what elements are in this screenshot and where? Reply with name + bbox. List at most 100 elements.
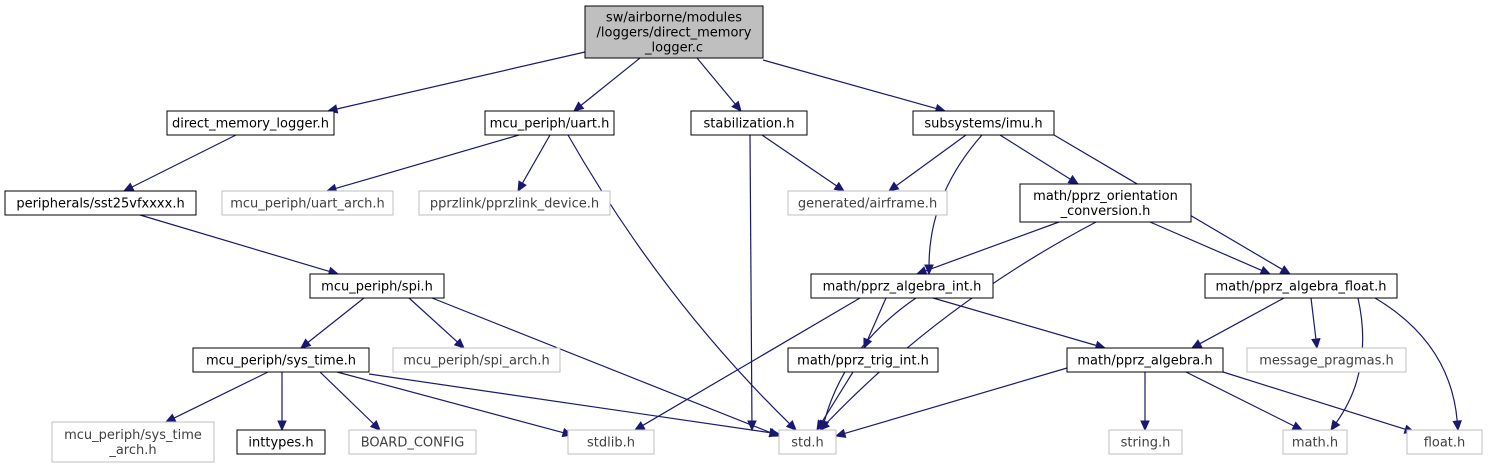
node-label: pprzlink/pprzlink_device.h (430, 197, 599, 212)
node-uart[interactable]: mcu_periph/uart.h (484, 110, 615, 136)
edge-orient-to-algfloat (1149, 221, 1272, 275)
node-dml[interactable]: direct_memory_logger.h (166, 110, 335, 136)
edge-uart-to-uartarch (325, 134, 520, 193)
node-systimearch: mcu_periph/sys_time_arch.h (51, 421, 215, 463)
node-box (309, 273, 445, 299)
edge-alg-to-string (1140, 372, 1150, 432)
arrowhead-icon (834, 428, 847, 438)
node-box (1282, 429, 1348, 455)
node-box (348, 429, 477, 455)
node-math: math.h (1282, 429, 1348, 455)
node-trig[interactable]: math/pprz_trig_int.h (787, 347, 939, 373)
edge-algfloat-to-alg (1190, 297, 1285, 349)
edge-uart-to-std (567, 134, 797, 431)
node-float: float.h (1406, 429, 1483, 455)
arrowhead-icon (888, 181, 900, 192)
node-box (484, 110, 615, 136)
node-label: math.h (1292, 436, 1338, 451)
edge-systime-to-std (368, 373, 781, 438)
node-spiarch: mcu_periph/spi_arch.h (392, 347, 561, 373)
node-string: string.h (1108, 429, 1183, 455)
node-board: BOARD_CONFIG (348, 429, 477, 455)
node-box (1019, 183, 1192, 223)
edge-trig-to-std (816, 371, 854, 432)
node-box (584, 5, 764, 59)
node-box (1066, 347, 1224, 373)
edge-uart-to-pprzlink (517, 134, 551, 193)
node-orient[interactable]: math/pprz_orientation_conversion.h (1019, 183, 1192, 223)
node-box (1204, 273, 1398, 299)
node-pprzlink: pprzlink/pprzlink_device.h (418, 190, 611, 216)
edge-algfloat-to-float (1374, 297, 1462, 432)
edge-imu-to-airframe (888, 134, 967, 192)
arrowhead-icon (453, 338, 465, 349)
node-box (4, 190, 197, 216)
node-box (166, 110, 335, 136)
node-label: peripherals/sst25vfxxxx.h (16, 197, 184, 212)
node-label: mcu_periph/sys_time.h (206, 354, 356, 369)
node-std: std.h (778, 429, 837, 455)
arrowhead-icon (573, 101, 585, 112)
node-uartarch: mcu_periph/uart_arch.h (221, 190, 394, 216)
node-algfloat[interactable]: math/pprz_algebra_float.h (1204, 273, 1398, 299)
node-systime[interactable]: mcu_periph/sys_time.h (192, 347, 370, 373)
node-box (690, 110, 808, 136)
edge-dml-to-sst (122, 134, 237, 192)
node-spi[interactable]: mcu_periph/spi.h (309, 273, 445, 299)
node-stdlib: stdlib.h (567, 429, 655, 455)
arrowhead-icon (1452, 420, 1462, 432)
node-box (1108, 429, 1183, 455)
arrowhead-icon (633, 421, 646, 431)
edge-root-to-stab (696, 57, 742, 112)
node-label: mcu_periph/spi_arch.h (403, 354, 550, 369)
edge-orient-to-std (819, 221, 1097, 431)
arrowhead-icon (1291, 421, 1304, 431)
edge-root-to-dml (326, 51, 586, 114)
node-label: mcu_periph/uart_arch.h (230, 197, 385, 212)
arrowhead-icon (122, 182, 135, 192)
node-box (192, 347, 370, 373)
edge-orient-to-algint (915, 221, 1060, 276)
node-label: subsystems/imu.h (924, 117, 1042, 132)
node-label: mcu_periph/spi.h (321, 280, 433, 295)
edge-root-to-imu (762, 59, 947, 114)
edge-spi-to-systime (300, 297, 365, 349)
arrowhead-icon (1140, 420, 1150, 432)
arrowhead-icon (731, 100, 742, 112)
node-inttypes[interactable]: inttypes.h (236, 429, 326, 455)
node-label: generated/airframe.h (798, 197, 937, 212)
edges-layer (122, 51, 1462, 438)
node-imu[interactable]: subsystems/imu.h (912, 110, 1055, 136)
node-sst[interactable]: peripherals/sst25vfxxxx.h (4, 190, 197, 216)
edge-alg-to-float (1222, 371, 1416, 434)
node-algint[interactable]: math/pprz_algebra_int.h (810, 273, 994, 299)
edge-root-to-uart (573, 57, 641, 112)
arrowhead-icon (300, 338, 312, 349)
node-label: BOARD_CONFIG (361, 436, 465, 451)
node-label: math/pprz_algebra.h (1077, 354, 1212, 369)
arrowhead-icon (1190, 339, 1203, 349)
node-label: math/pprz_trig_int.h (797, 354, 929, 369)
node-label: math/pprz_algebra_int.h (823, 280, 982, 295)
edge-alg-to-math (1185, 371, 1304, 431)
arrowhead-icon (768, 427, 781, 438)
edge-alg-to-std (834, 367, 1068, 438)
node-label: math/pprz_orientation (1033, 189, 1178, 204)
node-label: string.h (1121, 436, 1171, 451)
arrowhead-icon (517, 180, 527, 193)
node-box (787, 347, 939, 373)
edge-systime-to-inttypes (277, 372, 287, 432)
node-alg[interactable]: math/pprz_algebra.h (1066, 347, 1224, 373)
node-label: message_pragmas.h (1259, 354, 1394, 369)
node-box (392, 347, 561, 373)
node-label: _conversion.h (1060, 204, 1151, 219)
node-root[interactable]: sw/airborne/modules/loggers/direct_memor… (584, 5, 764, 59)
node-box (418, 190, 611, 216)
node-label: float.h (1424, 436, 1466, 451)
node-label: math/pprz_algebra_float.h (1216, 280, 1387, 295)
node-box (912, 110, 1055, 136)
node-stab[interactable]: stabilization.h (690, 110, 808, 136)
node-box (51, 421, 215, 463)
node-box (1246, 347, 1407, 373)
